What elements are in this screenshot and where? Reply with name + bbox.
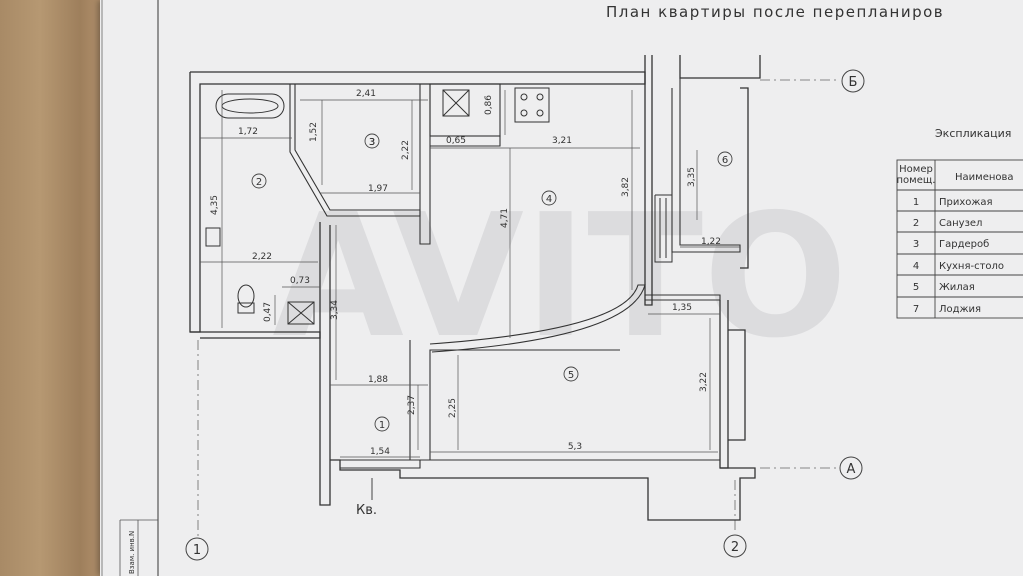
dim-label: 1,72 bbox=[238, 127, 258, 137]
dim-label: 1,54 bbox=[370, 447, 390, 457]
explication-grid bbox=[896, 159, 1023, 319]
room-marker bbox=[374, 416, 390, 432]
room-marker bbox=[717, 151, 733, 167]
dimension-lines bbox=[200, 90, 740, 458]
axis-label-2: 2 bbox=[731, 540, 739, 555]
header-num-line: Номер bbox=[899, 164, 933, 175]
axis-marker-2 bbox=[723, 534, 747, 558]
dim-label: 2,41 bbox=[356, 89, 376, 99]
axis-label-1: 1 bbox=[193, 543, 201, 558]
explication-row-name: Кухня-столо bbox=[939, 261, 1004, 272]
dim-label: 1,88 bbox=[368, 375, 388, 385]
dim-label: 2,22 bbox=[401, 140, 411, 160]
explication-row-num: 2 bbox=[913, 218, 919, 229]
room-marker bbox=[563, 366, 579, 382]
room-marker bbox=[364, 133, 380, 149]
explication-row-num: 5 bbox=[913, 282, 919, 293]
dim-label: 1,22 bbox=[701, 237, 721, 247]
explication-row-name: Жилая bbox=[939, 282, 975, 293]
watermark: AVITO bbox=[272, 178, 847, 376]
dim-label: 1,35 bbox=[672, 303, 692, 313]
dim-label: 1,52 bbox=[309, 122, 319, 142]
axis-label-b: Б bbox=[849, 75, 858, 90]
dim-label: 5,3 bbox=[568, 442, 582, 452]
outer-walls bbox=[189, 55, 761, 521]
room-number: 4 bbox=[546, 194, 552, 205]
partitions bbox=[289, 78, 741, 469]
dim-label: 3,34 bbox=[330, 300, 340, 320]
explication-title: Экспликация bbox=[935, 127, 1011, 140]
explication-row-name: Санузел bbox=[939, 218, 982, 229]
explication-row-name: Лоджия bbox=[939, 304, 981, 315]
dim-label: 3,21 bbox=[552, 136, 572, 146]
dim-label: 0,47 bbox=[263, 302, 273, 322]
axis-marker-1 bbox=[185, 537, 209, 561]
explication-header-name: Наименова bbox=[955, 172, 1014, 183]
explication-row-num: 7 bbox=[913, 304, 919, 315]
explication-row-name: Гардероб bbox=[939, 239, 989, 250]
axis-label-a: А bbox=[847, 462, 856, 477]
room-number: 3 bbox=[369, 137, 375, 148]
header-num-line: помещ. bbox=[897, 175, 936, 186]
dim-label: 1,97 bbox=[368, 184, 388, 194]
dimension-labels: 2,41 0,86 1,72 1,52 3 2,22 0,65 3,21 1,9… bbox=[210, 89, 721, 457]
explication-row-num: 1 bbox=[913, 197, 919, 208]
axis-marker-b bbox=[841, 69, 865, 93]
entrance-label: Кв. bbox=[356, 503, 377, 518]
axis-marker-a bbox=[839, 456, 863, 480]
room-number: 5 bbox=[568, 370, 574, 381]
fixtures bbox=[205, 87, 673, 325]
room-marker bbox=[541, 190, 557, 206]
dim-label: 0,86 bbox=[484, 95, 494, 115]
explication-row-num: 3 bbox=[913, 239, 919, 250]
dim-label: 0,73 bbox=[290, 276, 310, 286]
plan-title: План квартиры после перепланиров bbox=[606, 3, 944, 21]
room-number: 2 bbox=[256, 177, 262, 188]
dim-label: 4,35 bbox=[210, 195, 220, 215]
drawing-sheet bbox=[100, 0, 1023, 576]
explication-row-name: Прихожая bbox=[939, 197, 993, 208]
room-numbers: 2 3 4 6 5 1 bbox=[251, 133, 733, 432]
dim-label: 2,22 bbox=[252, 252, 272, 262]
dim-label: 3,22 bbox=[699, 372, 709, 392]
room-number: 6 bbox=[722, 155, 728, 166]
dim-label: 3,82 bbox=[621, 177, 631, 197]
room-marker bbox=[251, 173, 267, 189]
stamp-text: Взам. инв.N bbox=[128, 531, 136, 574]
dim-label: 4,71 bbox=[500, 208, 510, 228]
explication-row-num: 4 bbox=[913, 261, 919, 272]
dim-label: 3,35 bbox=[687, 167, 697, 187]
dim-label: 0,65 bbox=[446, 136, 466, 146]
room-number: 1 bbox=[379, 420, 385, 431]
dim-label: 2,25 bbox=[448, 398, 458, 418]
dim-label: 2,37 bbox=[407, 395, 417, 415]
dim-label: 3 bbox=[369, 137, 375, 148]
